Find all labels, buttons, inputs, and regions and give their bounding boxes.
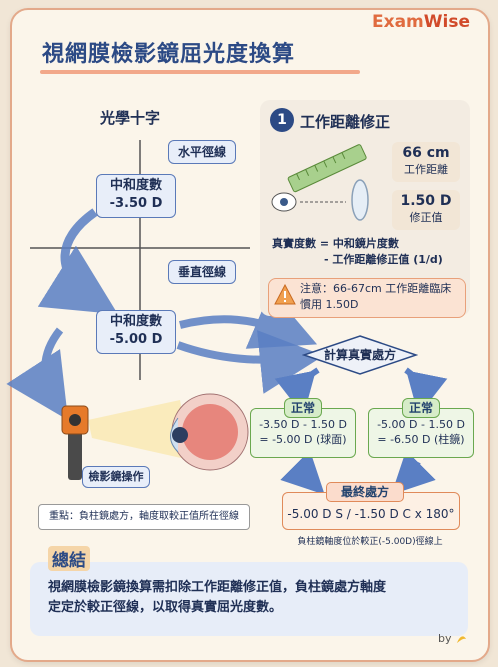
optical-cross-title: 光學十字 [100, 109, 161, 127]
true-power-formula: 真實度數 = 中和鏡片度數 - 工作距離修正值 (1/d) [272, 237, 443, 266]
final-prescription-tag: 最終處方 [326, 482, 404, 502]
left-normal-tag: 正常 [284, 398, 322, 418]
final-note: 負柱鏡軸度位於較正(-5.00D)徑線上 [297, 537, 443, 547]
key-point-note: 重點：負柱鏡處方，軸度取較正值所在徑線 [38, 504, 250, 530]
summary-title: 總結 [48, 546, 90, 571]
calc-diamond [302, 335, 418, 375]
neutralization-box-horizontal: 中和度數-3.50 D [96, 174, 176, 218]
summary-box [30, 562, 468, 636]
retinoscope-label: 檢影鏡操作 [82, 466, 150, 488]
warning-icon [274, 284, 296, 305]
footer-logo-icon [457, 636, 466, 643]
ruler-eye-lens-illustration [271, 144, 369, 221]
right-normal-tag: 正常 [402, 398, 440, 418]
working-distance-value-box: 66 cm 工作距離 [392, 142, 460, 182]
spherical-calc-box: -3.50 D - 1.50 D = -5.00 D (球面) [250, 408, 356, 458]
correction-value-box: 1.50 D 修正值 [392, 190, 460, 230]
vertical-meridian-label: 垂直徑線 [168, 260, 236, 284]
footer-by: by [438, 632, 467, 645]
step-number-badge: 1 [270, 108, 294, 132]
calc-diamond-label: 計算真實處方 [323, 348, 396, 362]
page-title: 視網膜檢影鏡屈光度換算 [42, 42, 296, 67]
summary-text: 視網膜檢影鏡換算需扣除工作距離修正值，負柱鏡處方軸度 定定於較正徑線，以取得真實… [48, 580, 387, 615]
brand-logo: ExamWise [372, 12, 470, 32]
title-underline [40, 70, 360, 74]
clinical-note-text: 注意：66-67cm 工作距離臨床 慣用 1.50D [300, 282, 452, 311]
neutralization-box-vertical: 中和度數-5.00 D [96, 310, 176, 354]
working-distance-title: 工作距離修正 [300, 113, 391, 131]
retinoscope-eye-illustration [61, 393, 249, 480]
horizontal-meridian-label: 水平徑線 [168, 140, 236, 164]
clinical-note-box [268, 278, 466, 318]
